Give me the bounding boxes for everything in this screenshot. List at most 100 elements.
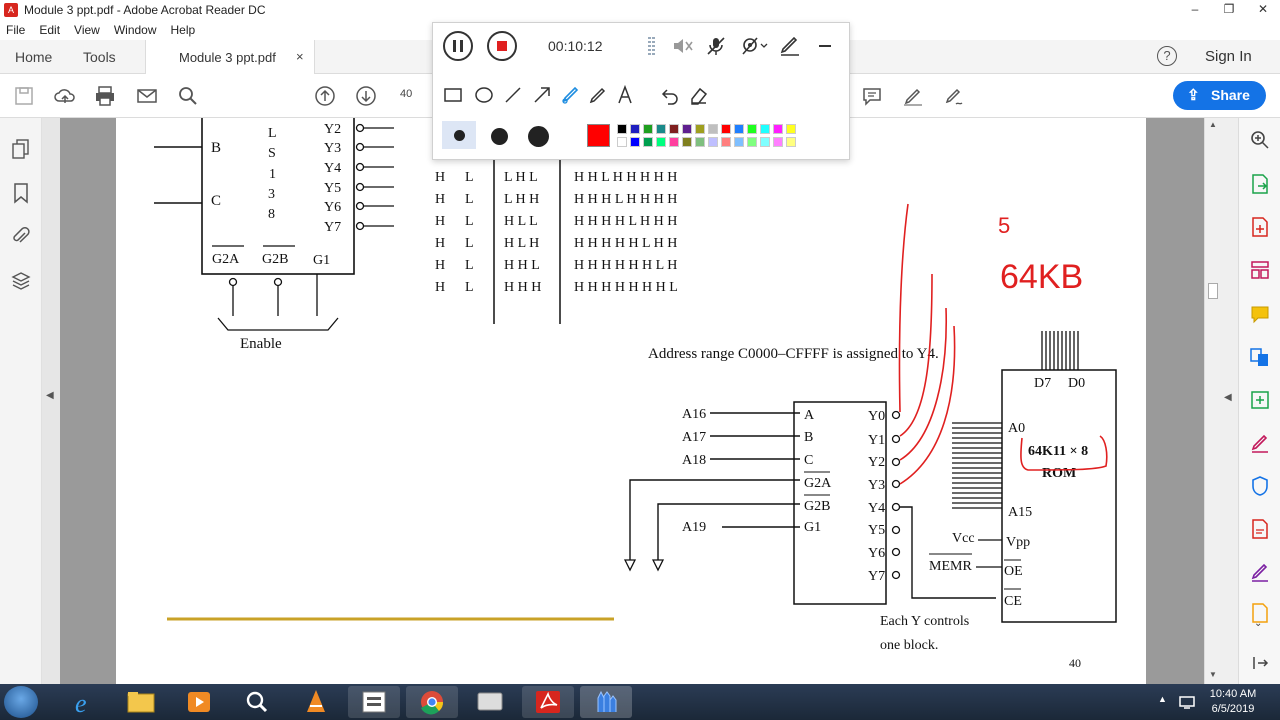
save-icon[interactable] xyxy=(12,84,36,108)
menu-file[interactable]: File xyxy=(6,23,26,37)
rectangle-tool-icon[interactable] xyxy=(443,85,463,105)
monitor-app-icon[interactable] xyxy=(464,686,516,718)
sign-icon[interactable] xyxy=(942,84,966,108)
color-swatch[interactable] xyxy=(760,124,770,134)
organize-pages-icon[interactable] xyxy=(1249,259,1271,281)
color-swatch[interactable] xyxy=(708,124,718,134)
color-swatch[interactable] xyxy=(656,137,666,147)
left-panel-collapse-strip[interactable]: ◀ xyxy=(42,118,60,684)
color-swatch[interactable] xyxy=(747,137,757,147)
minimize-panel-icon[interactable] xyxy=(815,35,835,57)
color-swatch[interactable] xyxy=(617,137,627,147)
color-swatch[interactable] xyxy=(760,137,770,147)
tab-tools[interactable]: Tools xyxy=(83,49,116,65)
rail-scroll-down-icon[interactable]: ⌄ xyxy=(1254,618,1263,629)
upload-cloud-icon[interactable] xyxy=(53,84,77,108)
color-swatch[interactable] xyxy=(669,124,679,134)
document-viewport[interactable]: B C L S 1 3 8 Y2 Y3 Y4 Y5 Y6 Y7 xyxy=(60,118,1204,684)
ellipse-tool-icon[interactable] xyxy=(474,85,494,105)
next-page-icon[interactable] xyxy=(354,84,378,108)
color-swatch[interactable] xyxy=(721,124,731,134)
taskbar-search-icon[interactable] xyxy=(232,686,284,718)
right-panel-collapse-strip[interactable]: ◀ xyxy=(1220,118,1238,684)
menu-help[interactable]: Help xyxy=(170,23,196,37)
share-button[interactable]: ⇪ Share xyxy=(1173,81,1266,110)
speaker-muted-icon[interactable] xyxy=(671,35,695,57)
vlc-icon[interactable] xyxy=(290,686,342,718)
close-tab-icon[interactable]: × xyxy=(296,49,304,64)
start-button[interactable] xyxy=(4,686,38,718)
scroll-down-icon[interactable]: ▼ xyxy=(1209,670,1217,679)
color-swatch[interactable] xyxy=(786,137,796,147)
collapse-rail-icon[interactable] xyxy=(1249,652,1271,674)
color-swatch[interactable] xyxy=(617,124,627,134)
edit-pdf-icon[interactable] xyxy=(1249,518,1271,540)
export-pdf-icon[interactable] xyxy=(1249,173,1271,195)
maximize-button[interactable]: ❐ xyxy=(1223,2,1235,16)
system-clock[interactable]: 10:40 AM 6/5/2019 xyxy=(1206,687,1260,717)
color-swatch[interactable] xyxy=(682,124,692,134)
undo-icon[interactable] xyxy=(660,85,680,105)
page-number-field[interactable]: 40 xyxy=(400,88,413,100)
tab-home[interactable]: Home xyxy=(15,49,53,65)
brush-size-small-selected[interactable] xyxy=(442,121,476,149)
fill-sign-icon[interactable] xyxy=(1249,432,1271,454)
color-swatch[interactable] xyxy=(708,137,718,147)
color-swatch[interactable] xyxy=(643,124,653,134)
sign-in-link[interactable]: Sign In xyxy=(1205,48,1252,65)
send-for-signature-icon[interactable] xyxy=(1249,561,1271,583)
stop-recording-button[interactable] xyxy=(487,31,517,61)
color-swatch[interactable] xyxy=(643,137,653,147)
expand-left-panel-icon[interactable]: ◀ xyxy=(46,390,54,401)
scroll-up-icon[interactable]: ▲ xyxy=(1209,120,1217,129)
combine-files-icon[interactable] xyxy=(1249,346,1271,368)
close-button[interactable]: ✕ xyxy=(1257,2,1269,16)
arrow-tool-icon[interactable] xyxy=(532,85,552,105)
color-swatch[interactable] xyxy=(734,137,744,147)
color-swatch[interactable] xyxy=(786,124,796,134)
color-swatch[interactable] xyxy=(721,137,731,147)
create-pdf-icon[interactable] xyxy=(1249,216,1271,238)
menu-view[interactable]: View xyxy=(74,23,100,37)
page-thumbnails-icon[interactable] xyxy=(11,138,31,160)
webcam-off-dropdown-icon[interactable] xyxy=(740,35,768,57)
internet-explorer-icon[interactable]: e xyxy=(61,686,113,718)
color-swatch[interactable] xyxy=(656,124,666,134)
layers-icon[interactable] xyxy=(11,270,31,292)
brush-size-large[interactable] xyxy=(528,126,549,147)
vertical-scrollbar[interactable]: ▲ ▼ xyxy=(1204,118,1220,684)
color-swatch[interactable] xyxy=(669,137,679,147)
text-tool-icon[interactable] xyxy=(615,85,635,105)
color-swatch[interactable] xyxy=(734,124,744,134)
chrome-icon[interactable] xyxy=(406,686,458,718)
color-swatch[interactable] xyxy=(747,124,757,134)
highlighter-tool-icon[interactable] xyxy=(560,85,582,105)
screen-recorder-app-icon[interactable] xyxy=(348,686,400,718)
protect-shield-icon[interactable] xyxy=(1249,475,1271,497)
previous-page-icon[interactable] xyxy=(313,84,337,108)
zoom-icon[interactable] xyxy=(1249,129,1271,151)
expand-right-panel-icon[interactable]: ◀ xyxy=(1224,392,1232,403)
more-tools-icon[interactable] xyxy=(1249,602,1271,624)
bookmark-icon[interactable] xyxy=(12,182,30,204)
annotation-app-icon[interactable] xyxy=(580,686,632,718)
microphone-off-icon[interactable] xyxy=(705,35,727,57)
pause-button[interactable] xyxy=(443,31,473,61)
compress-pdf-icon[interactable] xyxy=(1249,389,1271,411)
print-icon[interactable] xyxy=(93,84,117,108)
attachment-icon[interactable] xyxy=(11,225,31,247)
search-icon[interactable] xyxy=(176,84,200,108)
scrollbar-thumb[interactable] xyxy=(1208,283,1218,299)
color-swatch[interactable] xyxy=(682,137,692,147)
acrobat-taskbar-icon[interactable] xyxy=(522,686,574,718)
line-tool-icon[interactable] xyxy=(503,85,523,105)
color-swatch[interactable] xyxy=(695,137,705,147)
pencil-tool-icon[interactable] xyxy=(588,85,608,105)
selected-color-swatch[interactable] xyxy=(587,124,610,147)
show-hidden-icons-icon[interactable]: ▲ xyxy=(1158,694,1167,704)
color-swatch[interactable] xyxy=(773,124,783,134)
highlight-pen-icon[interactable] xyxy=(901,84,925,108)
pen-settings-icon[interactable] xyxy=(778,35,802,57)
menu-edit[interactable]: Edit xyxy=(39,23,61,37)
brush-size-medium[interactable] xyxy=(491,128,508,145)
